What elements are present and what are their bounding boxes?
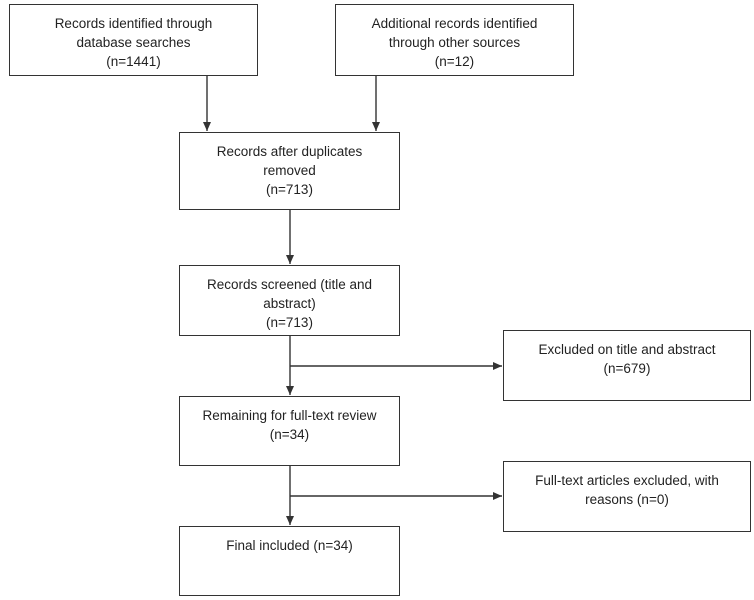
- box-text-line: Final included (n=34): [226, 538, 353, 553]
- box-records-screened: Records screened (title and abstract) (n…: [179, 265, 400, 336]
- box-full-text-review: Remaining for full-text review (n=34): [179, 396, 400, 466]
- box-additional-records: Additional records identified through ot…: [335, 4, 574, 76]
- box-full-text-excluded: Full-text articles excluded, with reason…: [503, 461, 751, 532]
- box-text-line: removed: [263, 163, 316, 178]
- box-text-line: Full-text articles excluded, with: [535, 473, 719, 488]
- box-text-line: (n=679): [603, 361, 651, 376]
- box-text-line: Additional records identified: [371, 16, 538, 31]
- box-text-line: (n=713): [266, 315, 313, 330]
- box-text-line: abstract): [263, 296, 316, 311]
- box-text-line: Excluded on title and abstract: [538, 342, 716, 357]
- box-text-line: (n=713): [266, 182, 313, 197]
- box-after-duplicates-removed: Records after duplicates removed (n=713): [179, 132, 400, 210]
- box-text-line: Records after duplicates: [216, 144, 363, 159]
- box-text-line: (n=1441): [106, 54, 161, 69]
- box-text-line: (n=34): [269, 427, 310, 442]
- box-records-identified-database: Records identified through database sear…: [9, 4, 258, 76]
- box-text-line: through other sources: [388, 35, 521, 50]
- box-excluded-title-abstract: Excluded on title and abstract (n=679): [503, 330, 751, 401]
- box-text-line: database searches: [76, 35, 191, 50]
- box-text-line: Remaining for full-text review: [202, 408, 377, 423]
- box-text-line: Records identified through: [54, 16, 213, 31]
- box-text-line: (n=12): [434, 54, 475, 69]
- box-text-line: reasons (n=0): [585, 492, 669, 507]
- box-text-line: Records screened (title and: [206, 277, 373, 292]
- box-final-included: Final included (n=34): [179, 526, 400, 596]
